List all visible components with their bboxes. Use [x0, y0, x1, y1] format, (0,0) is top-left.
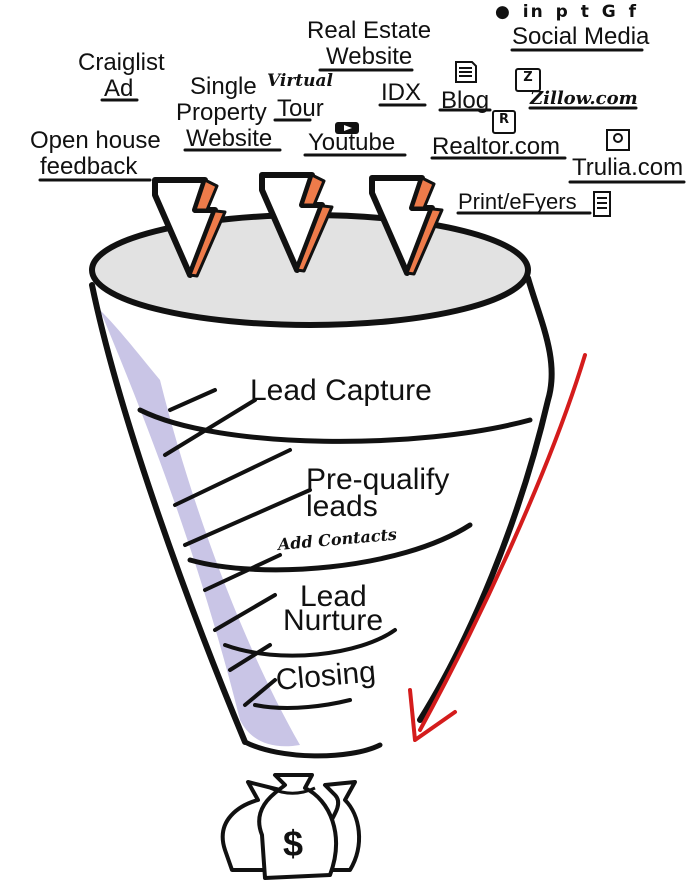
- realtor-badge-icon: R: [492, 110, 516, 134]
- stage-prequalify-line2: leads: [306, 490, 378, 523]
- label-single-property-line2: Property: [176, 99, 267, 126]
- down-arrow-head: [408, 688, 457, 742]
- divider-1: [137, 407, 533, 444]
- map-pin-icon: [606, 129, 630, 151]
- lightning-bolt-icon: [369, 175, 444, 276]
- down-arrow: [418, 353, 587, 732]
- linkedin-icon: in: [522, 2, 545, 22]
- tumblr-icon: t: [580, 2, 591, 22]
- lightning-bolt-icon: [152, 177, 227, 278]
- divider-2: [187, 522, 473, 573]
- lightning-bolt-icon: [259, 172, 334, 273]
- stage-prequalify-line1: Pre-qualify: [306, 463, 450, 496]
- money-bag-icon: [220, 773, 362, 880]
- social-icons: ● in p t G f: [495, 2, 641, 22]
- label-realtor: Realtor.com: [432, 133, 561, 160]
- notepad-icon: [593, 191, 611, 217]
- label-single-property-line3: Website: [186, 125, 273, 152]
- label-zillow: Zillow.com: [530, 88, 638, 109]
- label-youtube: Youtube: [308, 129, 396, 156]
- pinterest-icon: p: [555, 2, 570, 22]
- document-icon: [455, 61, 477, 83]
- label-virtual-tour-line2: Tour: [277, 95, 324, 122]
- funnel-bottom: [242, 739, 383, 759]
- map-pin-dot: [613, 133, 623, 143]
- label-underlines: [38, 48, 686, 215]
- label-real-estate-line1: Real Estate: [307, 17, 432, 44]
- label-open-house-line1: Open house: [30, 127, 161, 154]
- divider-4: [253, 698, 352, 710]
- label-open-house-line2: feedback: [40, 153, 138, 180]
- google-plus-icon: G: [601, 2, 618, 22]
- label-single-property-line1: Single: [190, 73, 257, 100]
- money-bag-tie: [269, 786, 316, 795]
- label-craigslist-line1: Craiglist: [78, 49, 165, 76]
- facebook-icon: f: [628, 2, 639, 22]
- label-real-estate-line2: Website: [326, 43, 413, 70]
- label-trulia: Trulia.com: [572, 154, 684, 181]
- label-craigslist-line2: Ad: [104, 75, 134, 102]
- label-virtual-tour-line1: Virtual: [267, 71, 333, 91]
- stage-nurture-line2: Nurture: [283, 604, 384, 637]
- dollar-sign: $: [283, 823, 304, 864]
- youtube-play-icon: [344, 125, 352, 131]
- funnel-right-side: [417, 275, 555, 723]
- stage-nurture-line1: Lead: [300, 580, 367, 613]
- myspace-icon: ●: [495, 2, 512, 22]
- funnel-left-side: [89, 282, 248, 745]
- zillow-badge-icon: Z: [515, 68, 541, 92]
- hatch-lines: [163, 388, 312, 707]
- stage-lead-capture: Lead Capture: [250, 374, 432, 407]
- divider-3: [223, 628, 397, 658]
- label-social-media: Social Media: [512, 23, 650, 50]
- funnel-shadow: [100, 310, 300, 747]
- label-blog: Blog: [441, 87, 490, 114]
- label-idx: IDX: [381, 79, 422, 106]
- label-print-flyers: Print/eFyers: [458, 189, 577, 214]
